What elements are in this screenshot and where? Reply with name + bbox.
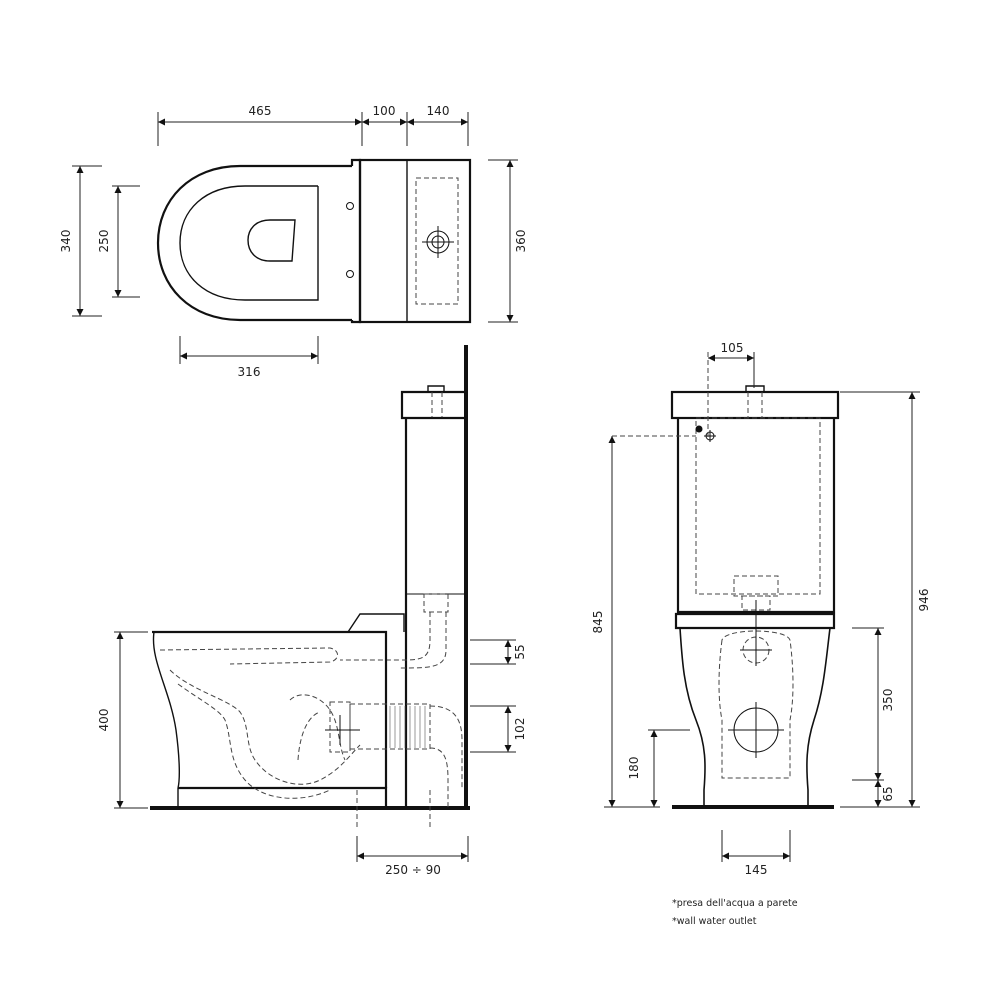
note-english: *wall water outlet <box>672 916 757 927</box>
dim-845: 845 <box>591 611 605 634</box>
dim-250-90: 250 ÷ 90 <box>385 863 441 877</box>
side-view: 400 55 102 250 ÷ 90 <box>97 345 527 877</box>
dim-65: 65 <box>881 786 895 801</box>
front-view: 105 946 845 180 350 65 145 *presa dell'a… <box>591 341 931 927</box>
note-italian: *presa dell'acqua a parete <box>672 898 798 909</box>
dim-360: 360 <box>514 230 528 253</box>
dim-105: 105 <box>721 341 744 355</box>
top-view: 465 100 140 340 250 360 316 <box>59 104 528 379</box>
dim-100: 100 <box>373 104 396 118</box>
dim-55: 55 <box>513 644 527 659</box>
dim-145: 145 <box>745 863 768 877</box>
dim-400: 400 <box>97 709 111 732</box>
dim-140: 140 <box>427 104 450 118</box>
dim-946: 946 <box>917 589 931 612</box>
dim-340: 340 <box>59 230 73 253</box>
dim-465: 465 <box>249 104 272 118</box>
dim-102: 102 <box>513 718 527 741</box>
dim-250: 250 <box>97 230 111 253</box>
dim-180: 180 <box>627 757 641 780</box>
dim-316: 316 <box>238 365 261 379</box>
dim-350: 350 <box>881 689 895 712</box>
